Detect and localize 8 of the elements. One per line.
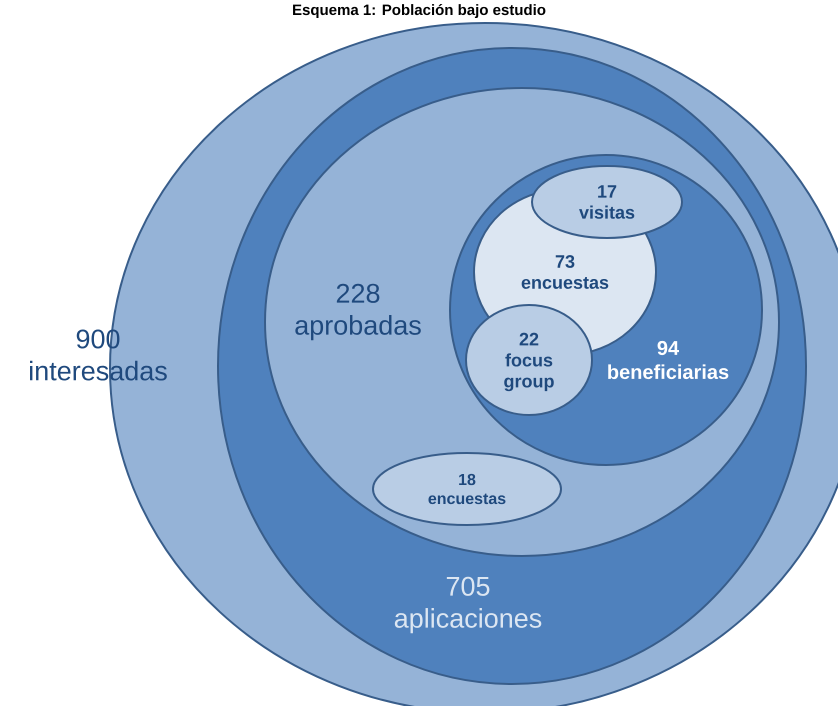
ellipse-label: 22 focus group — [504, 332, 554, 392]
ellipse-label: 73 encuestas — [522, 255, 608, 289]
ellipse-label: 705 aplicaciones — [394, 576, 542, 634]
ellipse-label: 228 aprobadas — [295, 284, 421, 340]
ellipse-label: 17 visitas — [579, 185, 634, 219]
ellipse-label: 94 beneficiarias — [608, 340, 728, 380]
title: Esquema 1: Población bajo estudio — [293, 4, 546, 18]
ellipse-label: 18 encuestas — [428, 474, 506, 504]
